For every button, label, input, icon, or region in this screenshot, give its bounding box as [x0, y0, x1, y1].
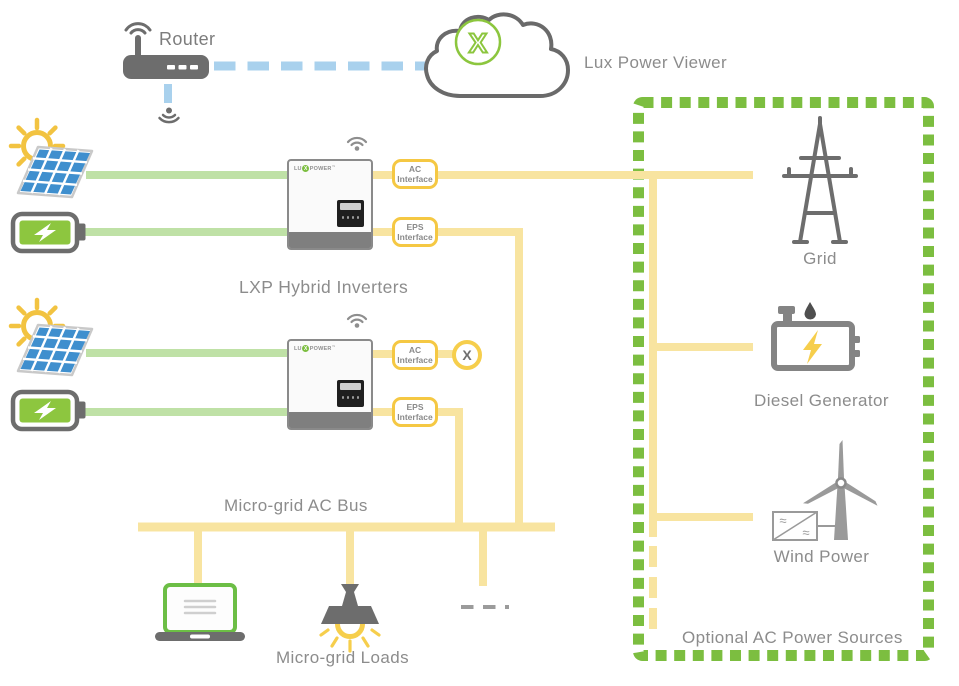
disconnect-x-icon: X	[452, 340, 482, 370]
logo-tm: ™	[332, 165, 336, 169]
badge-line2: Interface	[397, 174, 433, 184]
solar-panel-icon	[16, 145, 94, 199]
ac-wave-symbol: ≈	[802, 525, 809, 540]
badge-line1: EPS	[406, 401, 424, 412]
wifi-icon	[346, 313, 368, 328]
router-wifi-waves	[124, 22, 152, 32]
display-buttons	[337, 216, 364, 219]
logo-pre: LU	[294, 345, 302, 352]
logo-post: POWER	[309, 165, 332, 172]
badge-line2: Interface	[397, 232, 433, 242]
ac-interface-badge-1: AC Interface	[392, 159, 438, 189]
lamp-shade	[321, 606, 379, 624]
hybrid-inverters-label: LXP Hybrid Inverters	[239, 277, 409, 297]
lux-viewer-logo-x: X	[469, 28, 488, 59]
ac-bus-label: Micro-grid AC Bus	[224, 496, 368, 515]
display-screen	[340, 203, 361, 210]
wind-power-label: Wind Power	[773, 547, 870, 566]
router-label: Router	[159, 29, 216, 49]
logo-x-icon: X	[302, 345, 310, 352]
badge-line2: Interface	[397, 355, 433, 365]
optional-sources-label: Optional AC Power Sources	[682, 628, 903, 647]
badge-line1: AC	[408, 344, 422, 355]
battery-icon	[10, 211, 86, 254]
logo-tm: ™	[332, 345, 336, 349]
solar-panel-icon	[16, 323, 94, 377]
wind-turbine-icon: ≈ ≈	[772, 440, 878, 541]
wifi-icon	[346, 136, 368, 151]
battery-icon	[10, 389, 86, 432]
diesel-generator-icon	[771, 302, 860, 371]
battery-bolt-icon	[34, 401, 56, 420]
loads-label: Micro-grid Loads	[276, 648, 410, 667]
badge-line1: AC	[408, 163, 422, 174]
lux-viewer-logo-icon	[454, 18, 502, 66]
laptop-icon	[155, 583, 245, 641]
ac-interface-badge-2: AC Interface	[392, 340, 438, 370]
lamp-icon	[319, 584, 381, 653]
cloud-viewer-label: Lux Power Viewer	[584, 53, 728, 72]
grid-tower-icon	[782, 116, 858, 244]
diesel-generator-label: Diesel Generator	[754, 391, 889, 410]
eps-interface-badge-2: EPS Interface	[392, 397, 438, 427]
optional-sources-dashed-box	[633, 97, 934, 661]
logo-pre: LU	[294, 165, 302, 172]
eps-interface-badge-1: EPS Interface	[392, 217, 438, 247]
inverter-display	[337, 200, 364, 227]
inverter-base	[289, 232, 371, 248]
display-buttons	[337, 396, 364, 399]
ac-wave-symbol: ≈	[779, 513, 786, 528]
signal-down-icon	[158, 107, 180, 124]
oil-drop-icon	[804, 302, 816, 320]
inverter-base	[289, 412, 371, 428]
cloud-icon: X	[424, 12, 570, 98]
router-antenna	[135, 35, 141, 58]
logo-x-icon: X	[302, 165, 310, 172]
badge-line1: EPS	[406, 221, 424, 232]
generator-bolt-icon	[803, 330, 822, 364]
battery-bolt-icon	[34, 223, 56, 242]
logo-post: POWER	[309, 345, 332, 352]
badge-line2: Interface	[397, 412, 433, 422]
router-icon	[123, 22, 209, 79]
router-body	[123, 55, 209, 79]
display-screen	[340, 383, 361, 390]
inverter-display	[337, 380, 364, 407]
grid-label: Grid	[803, 249, 837, 268]
